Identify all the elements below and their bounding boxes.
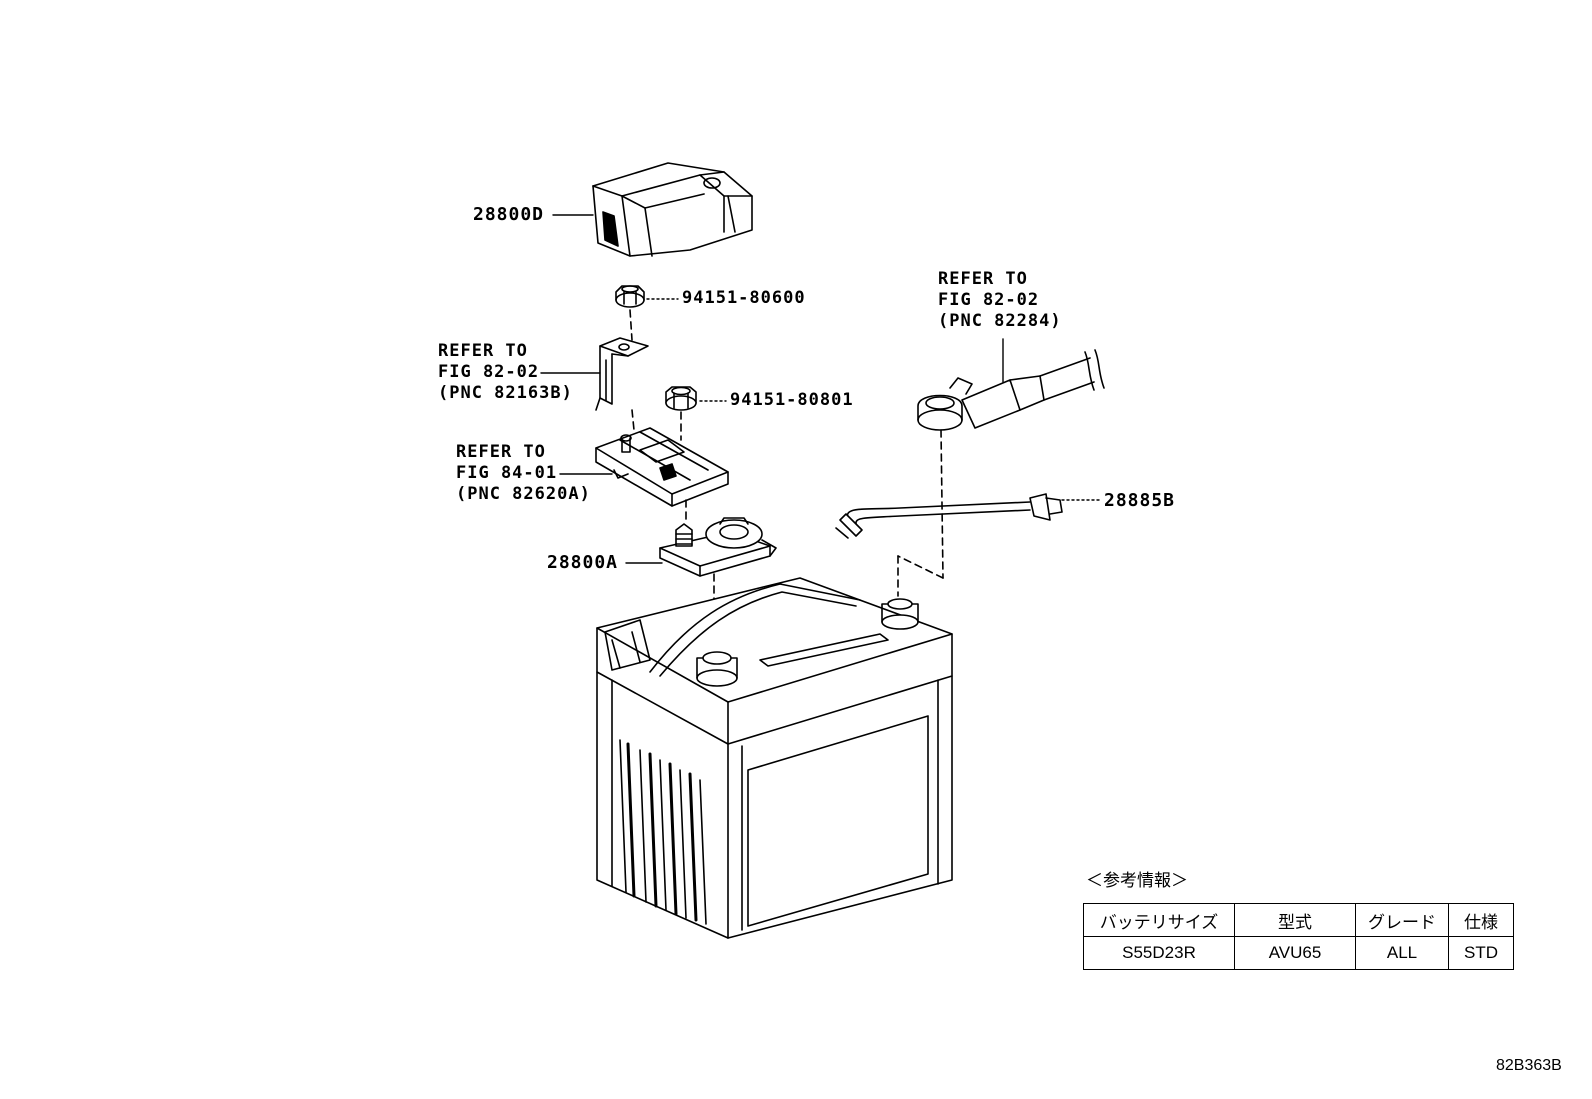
- callout-94151-80600[interactable]: 94151-80600: [682, 288, 806, 308]
- nut-upper-drawing: [615, 285, 645, 308]
- cell-spec: STD: [1448, 936, 1514, 970]
- table-header-row: バッテリサイズ 型式 グレード 仕様: [1083, 903, 1514, 937]
- leader-lines: [540, 214, 1101, 564]
- table-row: S55D23R AVU65 ALL STD: [1083, 936, 1514, 970]
- callout-28800A[interactable]: 28800A: [547, 552, 619, 573]
- upper-nut-axis: [629, 309, 633, 341]
- refer-note-line: REFER TO: [438, 341, 528, 361]
- terminal-cover-drawing: [592, 162, 753, 257]
- refer-note-82620A[interactable]: REFER TO FIG 84-01 (PNC 82620A): [456, 442, 591, 505]
- callout-94151-80801[interactable]: 94151-80801: [730, 390, 854, 410]
- header-grade: グレード: [1355, 903, 1449, 937]
- refer-note-line: FIG 82-02: [938, 290, 1040, 310]
- refer-note-line: (PNC 82284): [938, 311, 1062, 331]
- battery-terminal-drawing: [659, 517, 777, 577]
- refer-note-line: FIG 84-01: [456, 463, 558, 483]
- cell-battery-size: S55D23R: [1083, 936, 1235, 970]
- refer-note-line: FIG 82-02: [438, 362, 540, 382]
- header-spec: 仕様: [1448, 903, 1514, 937]
- refer-note-line: (PNC 82163B): [438, 383, 573, 403]
- cell-model: AVU65: [1234, 936, 1356, 970]
- figure-code: 82B363B: [1496, 1057, 1562, 1074]
- refer-note-line: REFER TO: [938, 269, 1028, 289]
- refer-note-82163B[interactable]: REFER TO FIG 82-02 (PNC 82163B): [438, 341, 573, 404]
- header-battery-size: バッテリサイズ: [1083, 903, 1235, 937]
- refer-note-82284[interactable]: REFER TO FIG 82-02 (PNC 82284): [938, 269, 1062, 332]
- cable-terminal-drawing: [917, 349, 1105, 431]
- refer-note-line: (PNC 82620A): [456, 484, 591, 504]
- reference-info-table: バッテリサイズ 型式 グレード 仕様 S55D23R AVU65 ALL STD: [1083, 903, 1514, 970]
- fuse-block-drawing: [595, 427, 729, 507]
- battery-body-drawing: [596, 577, 953, 939]
- reference-info-title: ＜参考情報＞: [1086, 871, 1188, 891]
- nut-lower-drawing: [665, 386, 697, 411]
- refer-note-line: REFER TO: [456, 442, 546, 462]
- bracket-drawing: [595, 337, 649, 411]
- header-model: 型式: [1234, 903, 1356, 937]
- callout-28800D[interactable]: 28800D: [473, 204, 545, 225]
- vent-hose-drawing: [835, 493, 1063, 539]
- callout-28885B[interactable]: 28885B: [1104, 490, 1176, 511]
- cell-grade: ALL: [1355, 936, 1449, 970]
